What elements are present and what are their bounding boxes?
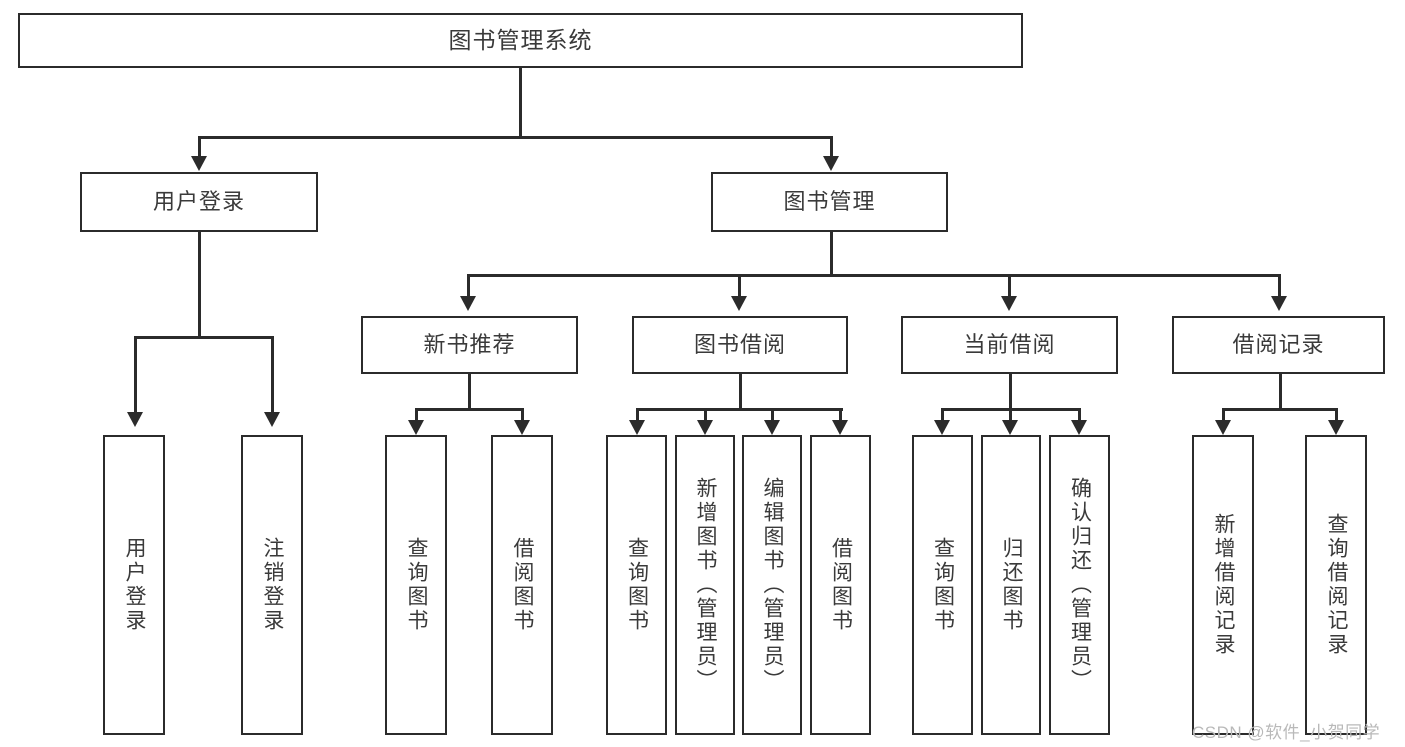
arrowhead-currentborrow-leaf-1 — [934, 420, 950, 435]
connector-bookmgmt-drop-2 — [738, 274, 741, 298]
connector-bookborrow-drop-2 — [704, 408, 707, 422]
leaf-book-borrow-borrow[interactable]: 借阅图书 — [810, 435, 871, 735]
node-current-borrow[interactable]: 当前借阅 — [901, 316, 1118, 374]
leaf-new-book-query[interactable]: 查询图书 — [385, 435, 447, 735]
connector-bookborrow-drop-1 — [636, 408, 639, 422]
arrowhead-newbook-leaf-2 — [514, 420, 530, 435]
watermark-text: CSDN @软件_小贺同学 — [1192, 723, 1381, 742]
node-label: 查询图书 — [931, 537, 955, 633]
arrowhead-borrowrecord-leaf-1 — [1215, 420, 1231, 435]
connector-bookborrow-drop-4 — [839, 408, 842, 422]
connector-newbook-drop-2 — [521, 408, 524, 422]
connector-bookborrow-stem — [739, 374, 742, 410]
connector-borrowrecord-drop-2 — [1335, 408, 1338, 422]
node-label: 图书管理系统 — [448, 26, 593, 53]
connector-root-stem — [519, 68, 522, 138]
arrowhead-bookmgmt-to-record — [1271, 296, 1287, 311]
connector-currentborrow-stem — [1009, 374, 1012, 410]
node-book-management[interactable]: 图书管理 — [711, 172, 948, 232]
connector-bookborrow-bus — [636, 408, 843, 411]
node-label: 新增图书（管理员） — [694, 477, 717, 693]
arrowhead-bookborrow-leaf-3 — [764, 420, 780, 435]
leaf-book-borrow-query[interactable]: 查询图书 — [606, 435, 667, 735]
arrowhead-userlogin-leaf-2 — [264, 412, 280, 427]
node-new-book-recommend[interactable]: 新书推荐 — [361, 316, 578, 374]
arrowhead-bookborrow-leaf-2 — [697, 420, 713, 435]
node-label: 新增借阅记录 — [1212, 513, 1235, 657]
connector-bookmgmt-drop-4 — [1278, 274, 1281, 298]
node-label: 用户登录 — [123, 537, 146, 633]
connector-currentborrow-drop-1 — [941, 408, 944, 422]
node-root-system[interactable]: 图书管理系统 — [18, 13, 1023, 68]
arrowhead-borrowrecord-leaf-2 — [1328, 420, 1344, 435]
arrowhead-currentborrow-leaf-2 — [1002, 420, 1018, 435]
connector-newbook-drop-1 — [415, 408, 418, 422]
connector-currentborrow-drop-3 — [1078, 408, 1081, 422]
leaf-book-borrow-edit[interactable]: 编辑图书（管理员） — [742, 435, 802, 735]
connector-newbook-bus — [415, 408, 523, 411]
leaf-borrow-record-query[interactable]: 查询借阅记录 — [1305, 435, 1367, 735]
node-label: 查询图书 — [625, 537, 649, 633]
node-label: 借阅图书 — [511, 537, 534, 633]
node-label: 图书借阅 — [693, 331, 786, 357]
connector-userlogin-bus — [134, 336, 273, 339]
leaf-book-borrow-add[interactable]: 新增图书（管理员） — [675, 435, 735, 735]
node-book-borrow[interactable]: 图书借阅 — [632, 316, 848, 374]
node-label: 借阅图书 — [829, 537, 853, 633]
connector-borrowrecord-stem — [1279, 374, 1282, 410]
leaf-current-borrow-query[interactable]: 查询图书 — [912, 435, 973, 735]
connector-bookmgmt-bus — [467, 274, 1280, 277]
node-label: 确认归还（管理员） — [1068, 477, 1092, 693]
leaf-user-login-login[interactable]: 用户登录 — [103, 435, 165, 735]
leaf-new-book-borrow[interactable]: 借阅图书 — [491, 435, 553, 735]
arrowhead-root-to-book-manage — [823, 156, 839, 171]
connector-bookborrow-drop-3 — [771, 408, 774, 422]
arrowhead-userlogin-leaf-1 — [127, 412, 143, 427]
node-user-login[interactable]: 用户登录 — [80, 172, 318, 232]
arrowhead-root-to-user-login — [191, 156, 207, 171]
node-borrow-record[interactable]: 借阅记录 — [1172, 316, 1385, 374]
leaf-current-borrow-confirm[interactable]: 确认归还（管理员） — [1049, 435, 1110, 735]
connector-root-bus — [198, 136, 832, 139]
connector-borrowrecord-drop-1 — [1222, 408, 1225, 422]
connector-bookmgmt-drop-1 — [467, 274, 470, 298]
arrowhead-currentborrow-leaf-3 — [1071, 420, 1087, 435]
connector-borrowrecord-bus — [1222, 408, 1337, 411]
node-label: 用户登录 — [152, 188, 245, 214]
connector-newbook-stem — [468, 374, 471, 410]
node-label: 新书推荐 — [423, 331, 516, 357]
arrowhead-bookmgmt-to-borrow — [731, 296, 747, 311]
connector-userlogin-drop-2 — [271, 336, 274, 414]
leaf-current-borrow-return[interactable]: 归还图书 — [981, 435, 1041, 735]
connector-userlogin-stem — [198, 232, 201, 338]
node-label: 归还图书 — [1000, 537, 1023, 633]
connector-root-drop-2 — [830, 136, 833, 158]
node-label: 查询图书 — [405, 537, 428, 633]
node-label: 借阅记录 — [1232, 331, 1325, 357]
connector-currentborrow-drop-2 — [1009, 408, 1012, 422]
connector-userlogin-drop-1 — [134, 336, 137, 414]
leaf-user-login-logout[interactable]: 注销登录 — [241, 435, 303, 735]
node-label: 当前借阅 — [963, 331, 1056, 357]
arrowhead-newbook-leaf-1 — [408, 420, 424, 435]
arrowhead-bookmgmt-to-current — [1001, 296, 1017, 311]
arrowhead-bookborrow-leaf-1 — [629, 420, 645, 435]
connector-bookmgmt-stem — [830, 232, 833, 276]
connector-root-drop-1 — [198, 136, 201, 158]
connector-bookmgmt-drop-3 — [1008, 274, 1011, 298]
arrowhead-bookborrow-leaf-4 — [832, 420, 848, 435]
node-label: 注销登录 — [261, 537, 284, 633]
node-label: 查询借阅记录 — [1325, 513, 1348, 657]
leaf-borrow-record-add[interactable]: 新增借阅记录 — [1192, 435, 1254, 735]
arrowhead-bookmgmt-to-new-book — [460, 296, 476, 311]
node-label: 图书管理 — [783, 188, 876, 214]
node-label: 编辑图书（管理员） — [761, 477, 784, 693]
